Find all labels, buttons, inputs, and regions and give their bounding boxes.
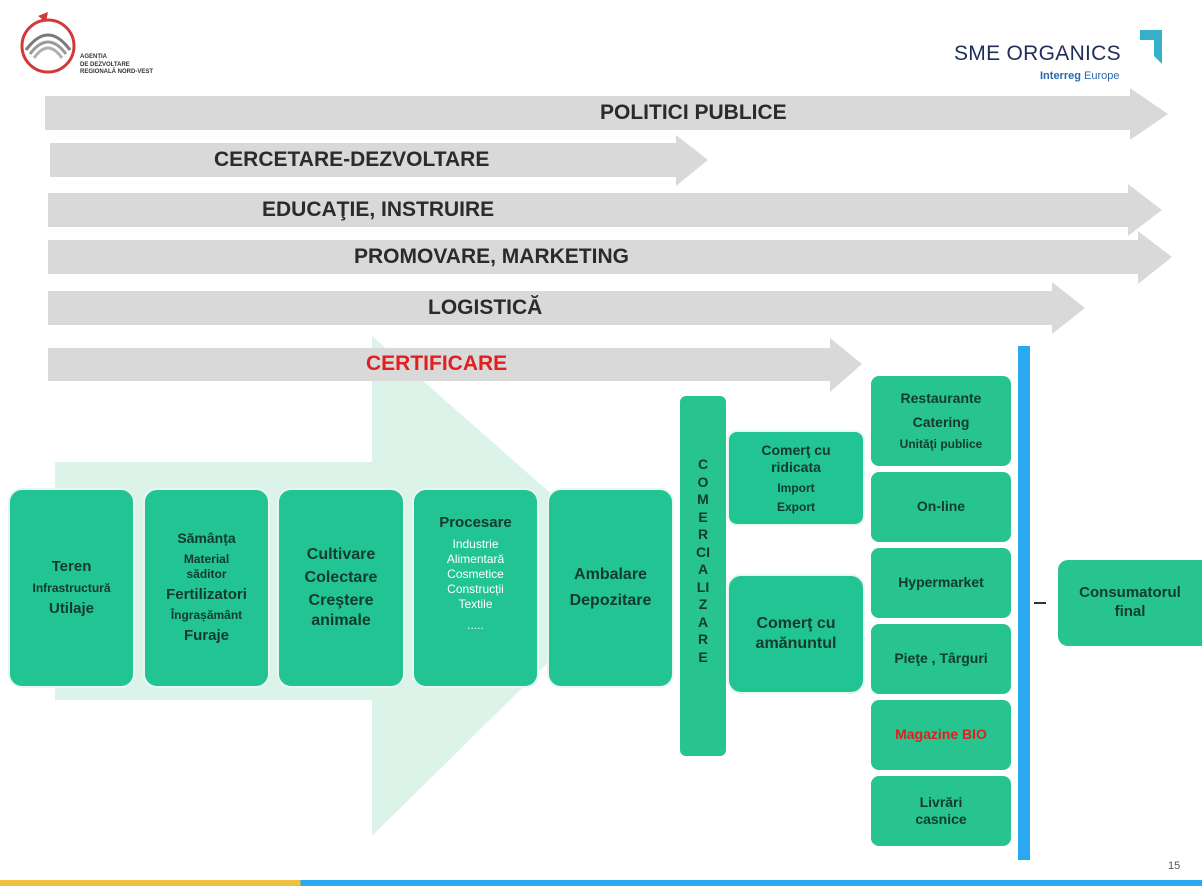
bar-arrow-educatie	[48, 184, 1162, 236]
bar-label-educatie: EDUCAŢIE, INSTRUIRE	[262, 198, 495, 221]
bar-label-cercetare: CERCETARE-DEZVOLTARE	[214, 148, 490, 171]
samanta-item: Furaje	[183, 627, 229, 645]
outlet-piete: Pieţe , Târguri	[871, 624, 1011, 694]
comercializare-letter: CI	[696, 543, 710, 560]
outlet-hypermarket: Hypermarket	[871, 548, 1011, 618]
box-samanta: Sămânța Material săditor Fertilizatori Î…	[143, 488, 270, 688]
samanta-item: Îngrașământ	[170, 608, 243, 623]
box-comert-amanuntul: Comerţ cu amănuntul	[727, 574, 865, 694]
comercializare-letter: LI	[696, 578, 710, 595]
cultivare-item: Colectare	[304, 569, 378, 586]
consumer-boundary-line	[1018, 346, 1030, 860]
ridicata-title: Comerţ cu ridicata	[761, 441, 831, 476]
outlet-livrari: Livrări casnice	[871, 776, 1011, 846]
bar-label-certificare: CERTIFICARE	[366, 352, 508, 375]
leaf-icon	[1140, 30, 1162, 64]
procesare-item: Cosmetice	[447, 566, 504, 581]
comercializare-bar: C O M E R CI A LI Z A R E	[680, 396, 726, 756]
samanta-item: Fertilizatori	[166, 585, 247, 603]
outlet-magazine-bio: Magazine BIO	[871, 700, 1011, 770]
amanuntul-title: Comerţ cu amănuntul	[755, 615, 837, 652]
comercializare-letter: M	[697, 491, 709, 507]
procesare-item: Industrie Alimentară	[446, 536, 505, 566]
box-consumatorul-final: Consumatorul final	[1058, 560, 1202, 646]
agency-logo-line: DE DEZVOLTARE	[80, 61, 130, 68]
procesare-item: Textile	[458, 596, 493, 611]
ambalare-item: Depozitare	[569, 592, 652, 609]
sme-organics-logo: SME ORGANICS Interreg Europe	[948, 20, 1178, 90]
comercializare-letter: A	[697, 613, 709, 630]
bar-arrow-cercetare	[50, 135, 708, 186]
box-ambalare: Ambalare Depozitare	[547, 488, 674, 688]
box-procesare: Procesare Industrie Alimentară Cosmetice…	[412, 488, 539, 688]
outlet-line: Unităţi publice	[899, 437, 983, 451]
comercializare-letter: E	[698, 508, 708, 525]
bar-shapes	[45, 88, 1172, 392]
procesare-title: Procesare	[439, 514, 512, 531]
page-number: 15	[1168, 860, 1181, 872]
cultivare-item: Cultivare	[306, 546, 376, 563]
outlet-line: Restaurante	[900, 390, 982, 406]
bar-label-promovare: PROMOVARE, MARKETING	[354, 245, 629, 268]
agency-logo: AGENȚIA DE DEZVOLTARE REGIONALĂ NORD-VES…	[18, 10, 208, 80]
teren-item: Utilaje	[48, 599, 94, 617]
bar-arrow-promovare	[48, 231, 1172, 284]
brand-sub-bold: Interreg	[1040, 70, 1081, 82]
comercializare-letter: R	[697, 526, 709, 542]
outlet-line: Pieţe , Târguri	[894, 650, 988, 667]
brand-sub: Interreg Europe	[1040, 70, 1120, 82]
bar-arrow-logistica	[48, 282, 1085, 334]
outlet-line: Livrări casnice	[915, 793, 967, 828]
consumer-label: Consumatorul final	[1079, 584, 1181, 620]
comercializare-letter: E	[698, 648, 708, 665]
bar-arrow-politici	[45, 88, 1168, 140]
comercializare-letter: O	[697, 473, 709, 490]
procesare-item: .....	[467, 617, 484, 632]
footer-strip	[0, 880, 1202, 886]
outlet-line: Catering	[912, 413, 970, 430]
comercializare-letter: A	[697, 561, 709, 577]
agency-logo-icon	[20, 12, 76, 74]
samanta-item: Material săditor	[183, 551, 230, 581]
outlet-restaurante: Restaurante Catering Unităţi publice	[871, 376, 1011, 466]
ridicata-item: Export	[776, 499, 815, 514]
agency-logo-line: REGIONALĂ NORD-VEST	[80, 69, 154, 75]
box-comert-ridicata: Comerţ cu ridicata Import Export	[727, 430, 865, 526]
teren-title: Teren	[51, 557, 92, 575]
teren-item: Infrastructură	[32, 580, 111, 595]
brand-name: SME ORGANICS	[954, 42, 1121, 65]
samanta-title: Sămânța	[177, 530, 236, 546]
bar-arrow-certificare	[48, 338, 862, 392]
agency-logo-line: AGENȚIA	[80, 54, 107, 60]
comercializare-letter: R	[697, 631, 709, 647]
comercializare-letter: Z	[698, 596, 708, 612]
outlet-online: On-line	[871, 472, 1011, 542]
ambalare-item: Ambalare	[574, 566, 647, 583]
outlet-line: Hypermarket	[898, 574, 984, 591]
comercializare-letter: C	[697, 456, 709, 472]
outlet-line: On-line	[916, 498, 966, 515]
bar-label-politici: POLITICI PUBLICE	[600, 101, 787, 124]
brand-sub-text: Europe	[1084, 70, 1120, 82]
cultivare-item: Creştere animale	[308, 592, 374, 629]
ridicata-item: Import	[777, 480, 815, 495]
procesare-item: Construcții	[447, 581, 504, 596]
bar-label-logistica: LOGISTICĂ	[428, 296, 543, 319]
outlet-line: Magazine BIO	[895, 726, 987, 743]
box-teren: Teren Infrastructură Utilaje	[8, 488, 135, 688]
box-cultivare: Cultivare Colectare Creştere animale	[277, 488, 405, 688]
